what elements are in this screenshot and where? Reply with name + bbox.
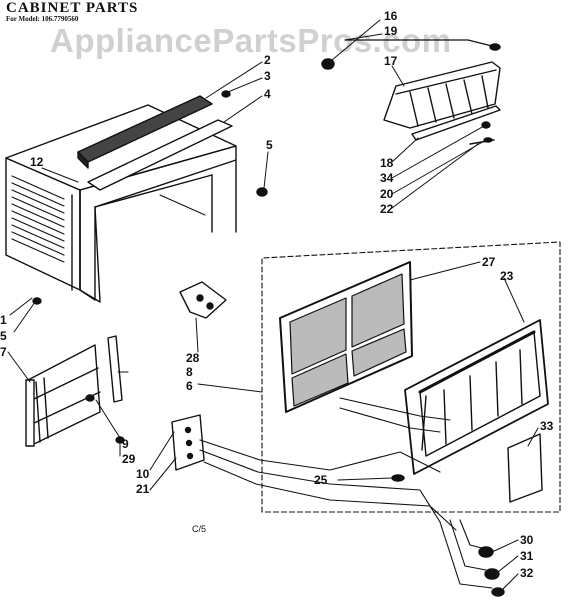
terminal-plate (171, 414, 205, 471)
front-assembly-boundary (261, 241, 561, 513)
callout-16: 16 (384, 9, 398, 23)
control-knobs (478, 546, 505, 597)
top-seal-strip (77, 95, 213, 169)
callout-4: 4 (264, 87, 271, 101)
callout-21: 21 (136, 482, 150, 496)
callout-9: 9 (122, 437, 129, 451)
top-rail (87, 119, 233, 191)
side-strip (107, 335, 123, 403)
callout-2: 2 (264, 53, 271, 67)
callout-33: 33 (540, 419, 554, 433)
air-filter (279, 261, 413, 413)
callout-5-left: 5 (0, 329, 7, 343)
callout-3: 3 (264, 69, 271, 83)
callout-17: 17 (384, 54, 398, 68)
diagram-title: CABINET PARTS (6, 0, 139, 16)
cabinet-shell (5, 104, 237, 303)
callout-29: 29 (122, 452, 136, 466)
callout-5-top: 5 (266, 138, 273, 152)
mounting-bracket (179, 281, 227, 319)
callout-19: 19 (384, 24, 398, 38)
callout-34: 34 (380, 171, 394, 185)
louver-assembly (321, 39, 501, 145)
callout-7: 7 (0, 345, 7, 359)
callout-28: 28 (186, 351, 200, 365)
screws-9-10 (85, 394, 125, 444)
callout-20: 20 (380, 187, 394, 201)
callout-30: 30 (520, 533, 534, 547)
control-panel-insert (507, 433, 543, 503)
callout-32: 32 (520, 566, 534, 580)
callout-12: 12 (30, 155, 44, 169)
callout-27: 27 (482, 255, 496, 269)
callout-6: 6 (186, 379, 193, 393)
wire-runs (199, 397, 493, 589)
callout-1: 1 (0, 313, 7, 327)
model-number: For Model: 106.7790560 (6, 15, 79, 23)
callout-31: 31 (520, 549, 534, 563)
callout-8: 8 (186, 365, 193, 379)
front-grille (391, 319, 549, 482)
callout-18: 18 (380, 156, 394, 170)
side-curtain-panel (25, 344, 101, 447)
callout-10: 10 (136, 467, 150, 481)
leader-lines (7, 19, 539, 591)
callout-22: 22 (380, 202, 394, 216)
diagram-code: C/5 (192, 524, 207, 534)
callout-23: 23 (500, 269, 514, 283)
callout-25: 25 (314, 473, 328, 487)
